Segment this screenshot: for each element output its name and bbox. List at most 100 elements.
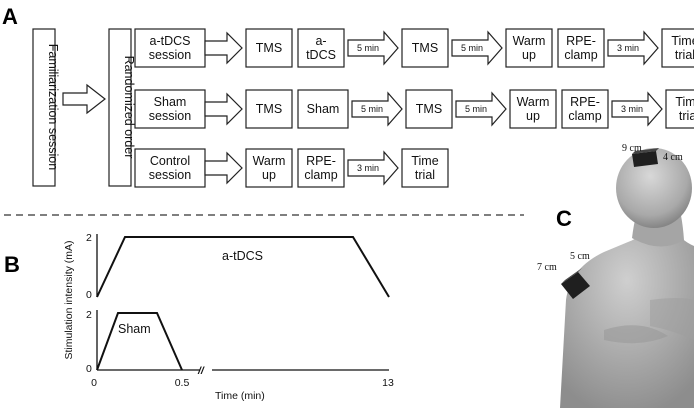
- step-box: [665, 89, 694, 129]
- step-box: [245, 148, 293, 188]
- step-label-line-1: up: [262, 168, 276, 182]
- step-label-line-1: clamp: [564, 48, 597, 62]
- panel-a-letter: A: [2, 4, 18, 29]
- session-label-line-1: session: [149, 48, 191, 62]
- session-arrow: [204, 31, 243, 65]
- familiarization-box: Familiarization session: [32, 28, 60, 187]
- session-label-line-0: Sham: [154, 95, 187, 109]
- step-label-line-0: RPE-: [570, 95, 600, 109]
- session-label-line-1: session: [149, 109, 191, 123]
- step-box: [405, 89, 453, 129]
- step-label-line-0: TMS: [256, 41, 282, 55]
- interval-label: 3 min: [357, 163, 379, 173]
- familiarization-label: Familiarization session: [46, 44, 60, 170]
- step-label-line-0: Warm: [517, 95, 550, 109]
- step-label-line-0: Time: [411, 154, 438, 168]
- atdcs-label: a-tDCS: [222, 249, 263, 263]
- step-label-line-0: Warm: [513, 34, 546, 48]
- head-electrode: [632, 151, 658, 167]
- x-tick-0-5: 0.5: [175, 377, 190, 389]
- session-label-line-0: a-tDCS: [150, 34, 191, 48]
- interval-arrow: [351, 91, 403, 127]
- interval-arrow: [347, 150, 399, 186]
- x-axis-label: Time (min): [215, 390, 265, 402]
- step-box: [505, 28, 553, 68]
- step-box: [245, 89, 293, 129]
- step-box: [509, 89, 557, 129]
- head-electrode-height: 4 cm: [663, 152, 683, 163]
- head-electrode-top: [632, 148, 659, 154]
- y-axis-label: Stimulation intensity (mA): [63, 240, 75, 359]
- session-label-line-1: session: [149, 168, 191, 182]
- step-box: [561, 89, 609, 129]
- step-box: [297, 89, 349, 129]
- arrow-to-randomized: [62, 83, 106, 115]
- head-electrode-width: 9 cm: [622, 143, 642, 154]
- panel-b-letter: B: [4, 252, 20, 277]
- step-label-line-1: clamp: [568, 109, 601, 123]
- shoulder-electrode: [561, 272, 590, 299]
- interval-label: 5 min: [461, 43, 483, 53]
- panel-c-letter: C: [556, 206, 572, 231]
- step-label-line-0: Time: [671, 34, 694, 48]
- step-box: [401, 148, 449, 188]
- shoulder-electrode-height: 7 cm: [537, 262, 557, 273]
- torso-figure: 9 cm 4 cm 5 cm 7 cm: [537, 143, 694, 408]
- sham-label: Sham: [118, 322, 151, 336]
- step-label-line-0: Sham: [307, 102, 340, 116]
- step-box: [297, 28, 345, 68]
- step-label-line-1: trial: [415, 168, 435, 182]
- interval-arrow: [455, 91, 507, 127]
- head-shape: [616, 148, 692, 228]
- step-box: [661, 28, 694, 68]
- step-label-line-0: a-: [315, 34, 326, 48]
- bottom-y-tick-2: 2: [86, 309, 92, 321]
- step-label-line-0: Warm: [253, 154, 286, 168]
- x-tick-13: 13: [382, 377, 394, 389]
- shoulder-electrode-top: [561, 268, 582, 284]
- step-label-line-0: RPE-: [306, 154, 336, 168]
- x-tick-0: 0: [91, 377, 97, 389]
- interval-label: 5 min: [357, 43, 379, 53]
- atdcs-trace: [96, 236, 390, 298]
- interval-label: 3 min: [617, 43, 639, 53]
- interval-label: 5 min: [465, 104, 487, 114]
- step-label-line-1: tDCS: [306, 48, 336, 62]
- interval-arrow: [611, 91, 663, 127]
- step-box: [557, 28, 605, 68]
- interval-arrow: [347, 30, 399, 66]
- step-box: [297, 148, 345, 188]
- top-y-tick-2: 2: [86, 232, 92, 244]
- shoulder-electrode-width: 5 cm: [570, 251, 590, 262]
- session-label-line-0: Control: [150, 154, 190, 168]
- torso-shape: [560, 226, 694, 408]
- interval-label: 3 min: [621, 104, 643, 114]
- bottom-y-tick-0: 0: [86, 363, 92, 375]
- interval-arrow: [607, 30, 659, 66]
- chest-shading: [604, 325, 668, 344]
- interval-arrow: [451, 30, 503, 66]
- step-label-line-0: TMS: [256, 102, 282, 116]
- step-label-line-0: TMS: [412, 41, 438, 55]
- stimulation-graph: Stimulation intensity (mA) 2 0 a-tDCS //…: [63, 232, 394, 402]
- step-label-line-1: up: [522, 48, 536, 62]
- step-label-line-0: TMS: [416, 102, 442, 116]
- axis-break-mark: //: [197, 365, 205, 377]
- pectoral-shading: [650, 298, 694, 340]
- session-arrow: [204, 151, 243, 185]
- step-label-line-0: RPE-: [566, 34, 596, 48]
- randomized-label: Randomized order: [122, 56, 136, 159]
- step-box: [245, 28, 293, 68]
- top-y-tick-0: 0: [86, 289, 92, 301]
- step-label-line-1: up: [526, 109, 540, 123]
- step-label-line-1: trial: [679, 109, 694, 123]
- session-box: [134, 28, 206, 68]
- step-label-line-1: clamp: [304, 168, 337, 182]
- session-box: [134, 148, 206, 188]
- sham-trace: [96, 312, 183, 371]
